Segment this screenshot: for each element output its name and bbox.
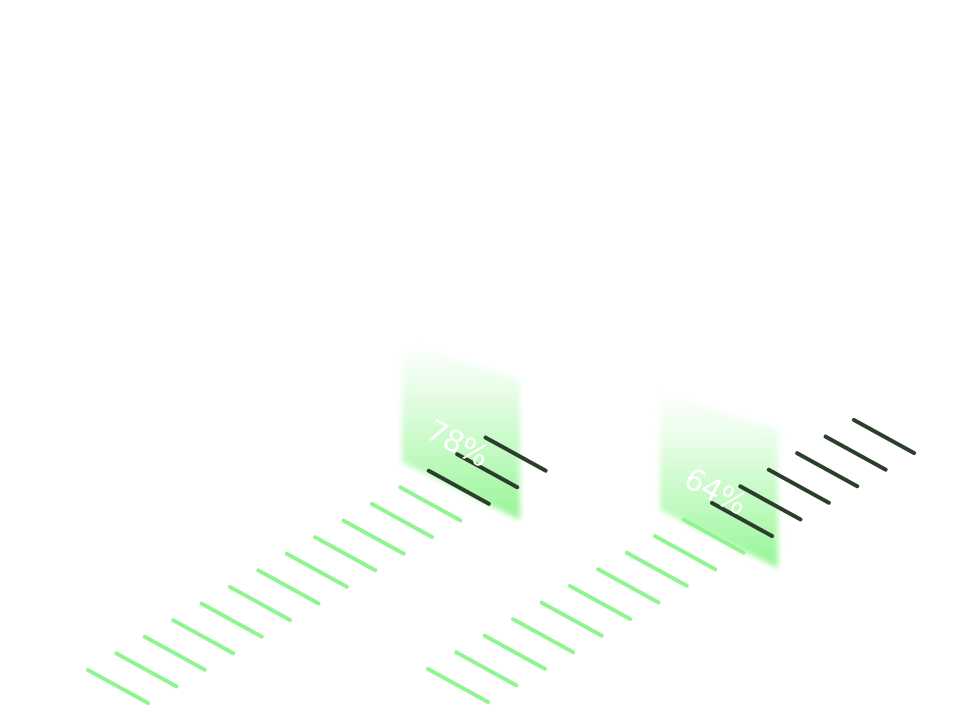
gauge-tick-empty xyxy=(823,434,888,472)
gauge-tick-empty xyxy=(483,435,548,473)
gauge-tick-empty xyxy=(795,451,860,489)
gauge-tick-filled xyxy=(313,535,378,573)
gauge-tick-filled xyxy=(596,567,661,605)
gauge-tick-filled xyxy=(398,485,463,523)
gauge-tick-filled xyxy=(681,517,746,555)
gauge-tick-filled xyxy=(482,633,547,671)
gauge-64: 64% xyxy=(426,390,916,704)
gauge-tick-filled xyxy=(426,667,490,704)
gauge-tick-empty xyxy=(852,418,916,455)
gauge-tick-filled xyxy=(539,600,604,638)
gauge-tick-filled xyxy=(653,534,718,572)
gauge-tick-filled xyxy=(568,584,632,621)
gauge-tick-filled xyxy=(142,634,207,672)
gauge-tick-empty xyxy=(766,467,831,505)
gauge-glow-column xyxy=(402,340,520,520)
gauge-tick-filled xyxy=(199,601,264,639)
gauge-64-empty-ticks xyxy=(710,418,916,538)
gauge-tick-filled xyxy=(624,550,689,588)
gauge-tick-filled xyxy=(370,502,434,539)
gauge-tick-filled xyxy=(114,651,179,689)
gauge-tick-empty xyxy=(738,484,803,522)
gauge-tick-filled xyxy=(284,551,349,589)
gauge-tick-filled xyxy=(171,618,236,656)
gauge-tick-empty xyxy=(455,452,520,490)
gauge-78-filled-ticks xyxy=(86,485,463,705)
gauge-64-filled-ticks xyxy=(426,517,746,704)
gauge-tick-filled xyxy=(454,650,519,688)
gauge-tick-filled xyxy=(341,518,406,556)
gauge-tick-filled xyxy=(511,617,576,655)
gauge-tick-filled xyxy=(256,568,321,606)
gauge-78-empty-ticks xyxy=(426,435,548,506)
gauge-tick-empty xyxy=(710,501,774,538)
gauge-78: 78% xyxy=(86,340,548,705)
gauge-tick-filled xyxy=(86,668,150,705)
gauge-78-glow xyxy=(402,340,520,520)
gauge-tick-filled xyxy=(228,585,292,622)
gauge-tick-empty xyxy=(426,468,491,506)
